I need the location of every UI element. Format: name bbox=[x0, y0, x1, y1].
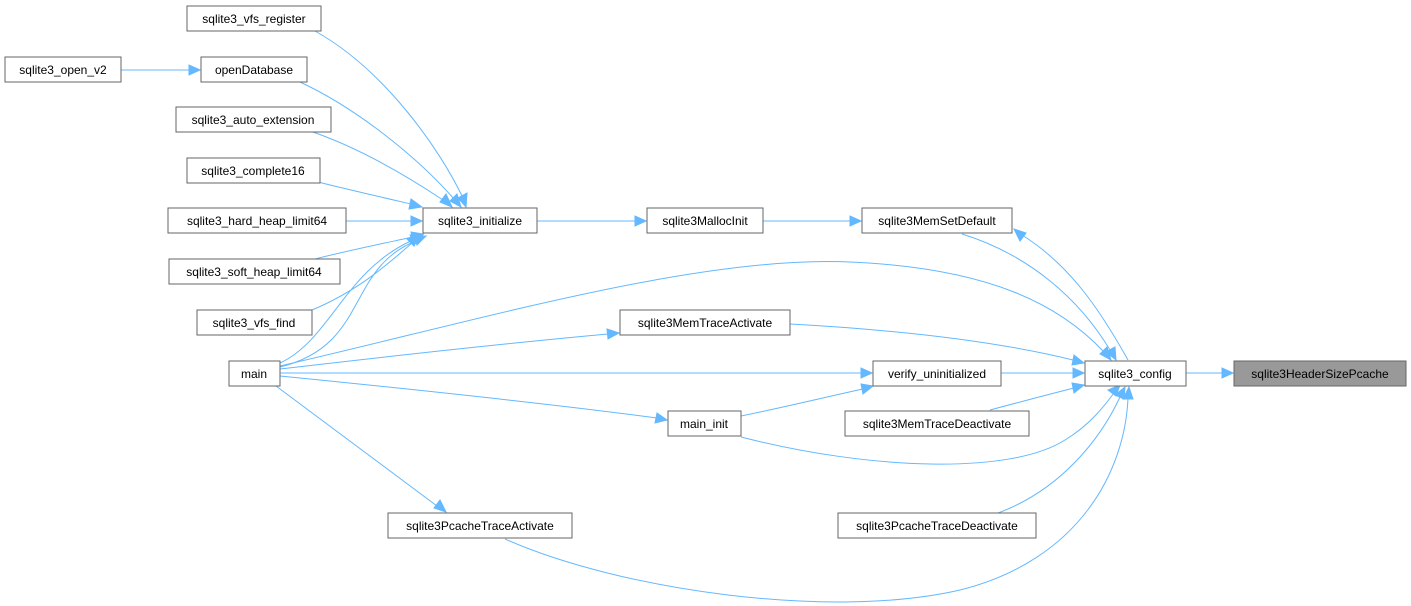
edge-hard-heap-to-initialize bbox=[346, 215, 424, 227]
node-sqlite3-vfs-find[interactable]: sqlite3_vfs_find bbox=[196, 309, 313, 336]
svg-text:sqlite3MallocInit: sqlite3MallocInit bbox=[662, 214, 748, 228]
svg-text:sqlite3_config: sqlite3_config bbox=[1098, 367, 1171, 381]
node-sqlite3-initialize[interactable]: sqlite3_initialize bbox=[422, 207, 538, 234]
edge-auto-extension-to-initialize bbox=[309, 130, 453, 208]
svg-text:main: main bbox=[241, 367, 267, 381]
edge-main-to-pcachetraceactivate bbox=[275, 385, 447, 513]
svg-text:openDatabase: openDatabase bbox=[215, 63, 293, 77]
node-sqlite3pcachetracedeactivate[interactable]: sqlite3PcacheTraceDeactivate bbox=[837, 512, 1037, 539]
node-sqlite3headersizepcache[interactable]: sqlite3HeaderSizePcache bbox=[1233, 360, 1407, 387]
node-sqlite3-soft-heap-limit64[interactable]: sqlite3_soft_heap_limit64 bbox=[168, 258, 341, 285]
edge-memtracedeactivate-to-config bbox=[989, 382, 1086, 411]
svg-text:sqlite3_soft_heap_limit64: sqlite3_soft_heap_limit64 bbox=[186, 265, 322, 279]
edge-memtraceactivate-to-config bbox=[789, 323, 1086, 366]
svg-text:sqlite3_hard_heap_limit64: sqlite3_hard_heap_limit64 bbox=[187, 214, 327, 228]
node-sqlite3memsetdefault[interactable]: sqlite3MemSetDefault bbox=[861, 207, 1013, 234]
node-opendatabase[interactable]: openDatabase bbox=[200, 56, 308, 83]
edge-maininit-to-verify bbox=[740, 383, 875, 417]
svg-text:sqlite3MemTraceDeactivate: sqlite3MemTraceDeactivate bbox=[863, 417, 1012, 431]
edge-memsetdefault-to-config bbox=[961, 233, 1117, 362]
node-sqlite3memtracedeactivate[interactable]: sqlite3MemTraceDeactivate bbox=[844, 410, 1030, 437]
node-sqlite3-complete16[interactable]: sqlite3_complete16 bbox=[186, 157, 321, 184]
node-sqlite3-hard-heap-limit64[interactable]: sqlite3_hard_heap_limit64 bbox=[167, 207, 347, 234]
node-sqlite3pcachetraceactivate[interactable]: sqlite3PcacheTraceActivate bbox=[387, 512, 573, 539]
edge-open-v2-to-opendatabase bbox=[121, 64, 202, 76]
node-sqlite3-vfs-register[interactable]: sqlite3_vfs_register bbox=[186, 5, 322, 32]
svg-text:sqlite3MemSetDefault: sqlite3MemSetDefault bbox=[878, 214, 996, 228]
svg-text:sqlite3_open_v2: sqlite3_open_v2 bbox=[19, 63, 107, 77]
edge-opendatabase-to-initialize bbox=[299, 81, 462, 209]
svg-text:verify_uninitialized: verify_uninitialized bbox=[888, 367, 986, 381]
edge-main-to-config-arc bbox=[279, 260, 1112, 367]
node-main[interactable]: main bbox=[228, 360, 281, 387]
edge-verify-to-config bbox=[1001, 367, 1086, 379]
svg-text:sqlite3PcacheTraceActivate: sqlite3PcacheTraceActivate bbox=[406, 519, 554, 533]
edge-main-to-verify bbox=[280, 367, 874, 379]
node-sqlite3-config[interactable]: sqlite3_config bbox=[1084, 360, 1187, 387]
svg-text:sqlite3_vfs_register: sqlite3_vfs_register bbox=[202, 12, 305, 26]
svg-text:main_init: main_init bbox=[680, 417, 729, 431]
edge-main-to-maininit bbox=[279, 375, 669, 424]
svg-text:sqlite3PcacheTraceDeactivate: sqlite3PcacheTraceDeactivate bbox=[856, 519, 1018, 533]
node-sqlite3-open-v2[interactable]: sqlite3_open_v2 bbox=[4, 56, 122, 83]
edge-initialize-to-mallocinit bbox=[537, 215, 648, 227]
svg-text:sqlite3_auto_extension: sqlite3_auto_extension bbox=[192, 113, 315, 127]
node-main-init[interactable]: main_init bbox=[667, 410, 742, 437]
edge-main-to-initialize bbox=[279, 234, 425, 364]
edge-config-to-headersizepcache bbox=[1186, 367, 1235, 379]
edge-pcachetraceactivate-to-config bbox=[504, 385, 1134, 603]
edge-config-to-memsetdefault bbox=[1013, 228, 1129, 361]
edge-main-to-memtraceactivate bbox=[279, 328, 621, 370]
edge-complete16-to-initialize bbox=[317, 181, 424, 210]
node-sqlite3memtraceactivate[interactable]: sqlite3MemTraceActivate bbox=[619, 309, 791, 336]
edge-vfs-register-to-initialize bbox=[314, 30, 468, 209]
node-sqlite3-auto-extension[interactable]: sqlite3_auto_extension bbox=[175, 106, 332, 133]
edge-main-to-initialize-2 bbox=[279, 235, 428, 368]
svg-text:sqlite3_complete16: sqlite3_complete16 bbox=[201, 164, 305, 178]
edge-pcachetracedeactivate-to-config bbox=[997, 385, 1126, 514]
node-sqlite3mallocinit[interactable]: sqlite3MallocInit bbox=[646, 207, 764, 234]
edge-mallocinit-to-memsetdefault bbox=[763, 215, 863, 227]
svg-text:sqlite3MemTraceActivate: sqlite3MemTraceActivate bbox=[638, 316, 773, 330]
svg-text:sqlite3_vfs_find: sqlite3_vfs_find bbox=[213, 316, 296, 330]
node-verify-uninitialized[interactable]: verify_uninitialized bbox=[872, 360, 1002, 387]
svg-text:sqlite3_initialize: sqlite3_initialize bbox=[438, 214, 522, 228]
svg-text:sqlite3HeaderSizePcache: sqlite3HeaderSizePcache bbox=[1251, 367, 1389, 381]
